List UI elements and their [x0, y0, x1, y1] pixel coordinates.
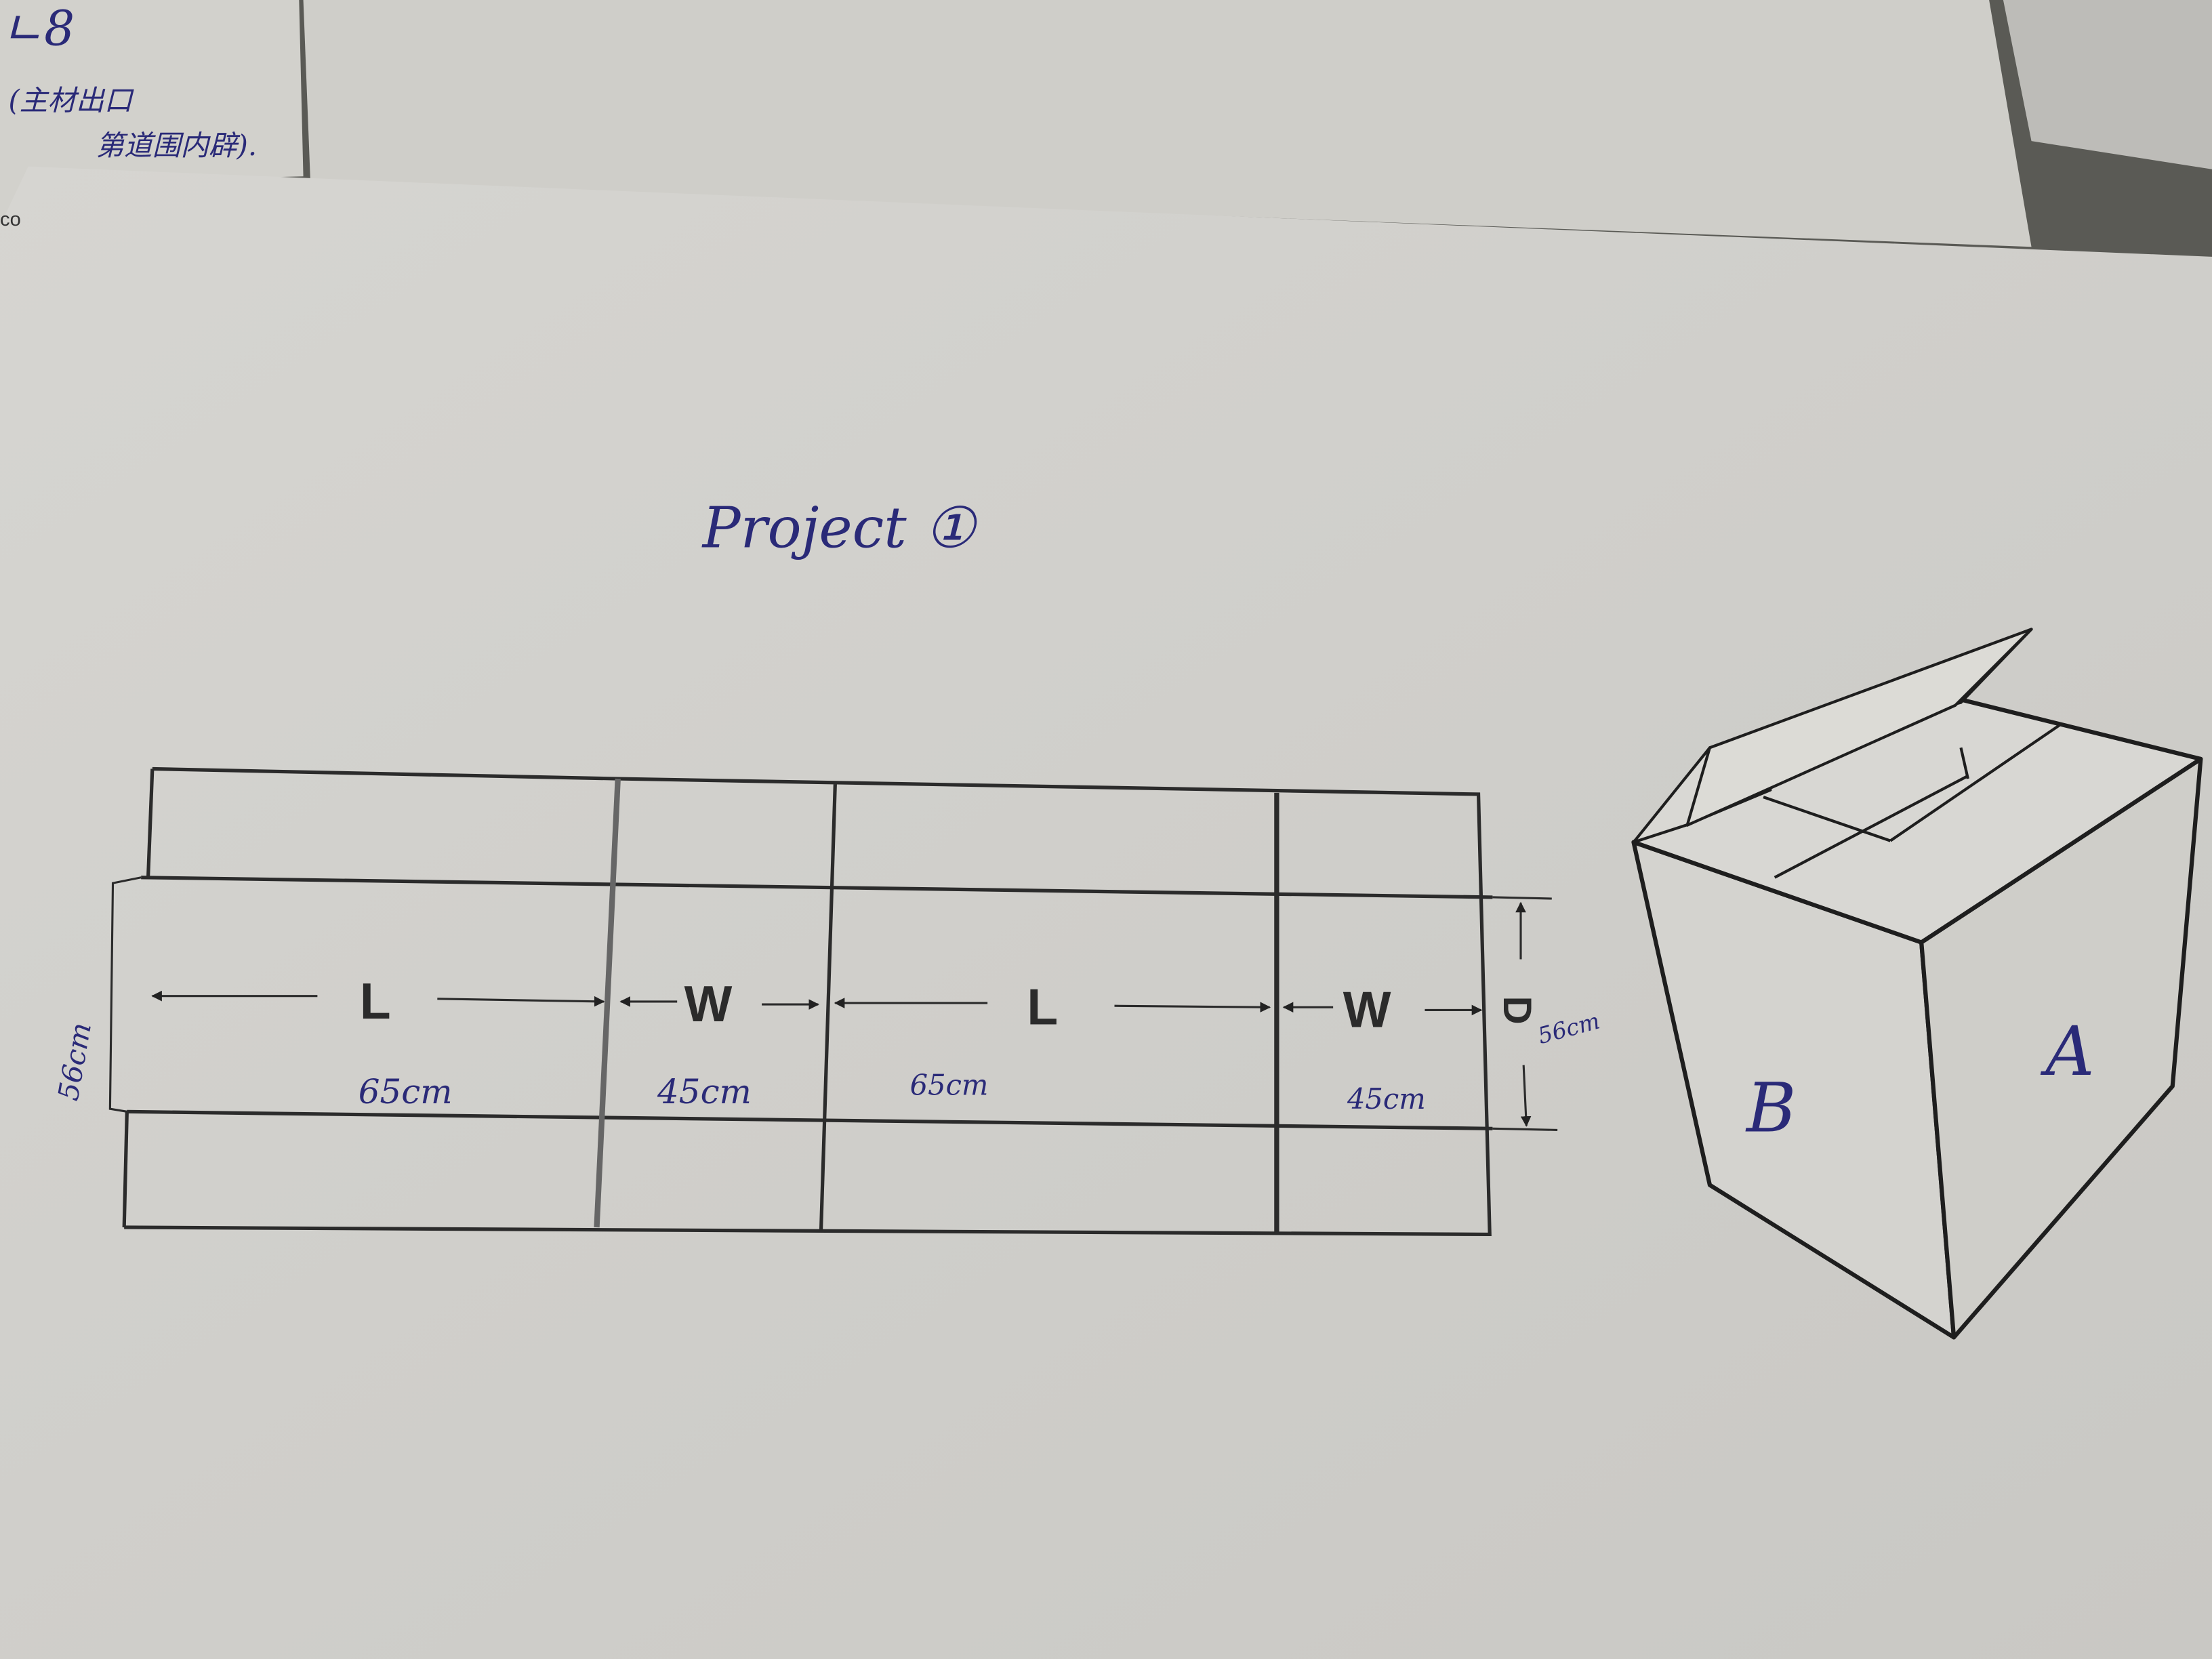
panel-2-measure: 45cm — [657, 1072, 752, 1111]
middle-paper — [303, 0, 2032, 247]
panel-2-letter: W — [684, 975, 733, 1032]
depth-letter: D — [1495, 996, 1539, 1025]
box-illustration — [1631, 628, 2203, 1340]
edge-text: co — [0, 209, 21, 230]
project-title: Project ① — [701, 495, 979, 561]
panel-1-letter: L — [360, 972, 391, 1029]
panel-3-letter: L — [1027, 978, 1058, 1035]
corner-mark: ㄴ8 — [0, 1, 75, 57]
box-face-a-label: A — [2040, 1012, 2094, 1091]
panel-4-letter: W — [1343, 981, 1391, 1038]
note-line-2: 第道围内辟). — [96, 129, 258, 162]
box-face-b-label: B — [1745, 1068, 1796, 1147]
box-dieline — [108, 766, 1558, 1237]
panel-1-measure: 65cm — [359, 1072, 453, 1111]
note-line-1: (主材出口 — [8, 83, 134, 117]
back-paper — [1523, 0, 2212, 169]
note-sheet — [0, 0, 304, 289]
panel-3-measure: 65cm — [910, 1068, 989, 1101]
main-paper — [0, 166, 2212, 1659]
panel-4-measure: 45cm — [1347, 1082, 1426, 1115]
